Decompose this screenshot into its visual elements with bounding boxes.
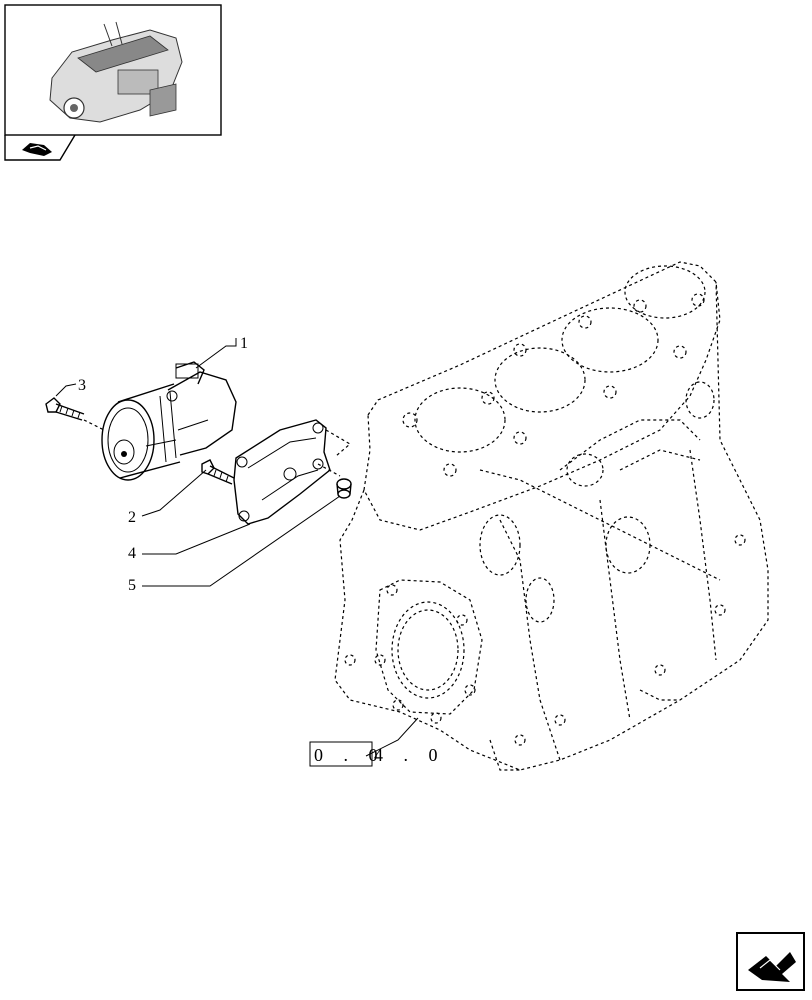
callout-2: 2: [128, 469, 207, 526]
callout-label-3: 3: [78, 377, 86, 394]
bracket[interactable]: [233, 419, 352, 525]
reference-label[interactable]: 0 . 0 4 . 0: [309, 717, 446, 767]
callout-label-4: 4: [128, 545, 136, 562]
reference-boxed-text: 0 . 0: [314, 745, 386, 765]
callout-label-5: 5: [128, 577, 136, 594]
callout-1: 1: [195, 335, 248, 369]
reference-rest-text: 4 . 0: [374, 745, 446, 765]
callout-3: 3: [55, 377, 86, 397]
spacer[interactable]: [336, 478, 352, 499]
callout-4: 4: [128, 523, 251, 562]
next-page-button[interactable]: [736, 932, 805, 991]
book-arrow-icon: [22, 143, 52, 156]
bolt-3[interactable]: [45, 397, 105, 431]
callout-label-1: 1: [240, 335, 248, 352]
callout-label-2: 2: [128, 509, 136, 526]
compressor[interactable]: [101, 361, 237, 481]
callout-5: 5: [128, 495, 341, 594]
next-page-arrow-icon: [748, 952, 796, 982]
engine-thumbnail-icon: [49, 21, 183, 123]
engine-block: [334, 261, 769, 771]
bolt-2[interactable]: [201, 459, 235, 485]
engine-thumbnail[interactable]: [4, 4, 222, 161]
